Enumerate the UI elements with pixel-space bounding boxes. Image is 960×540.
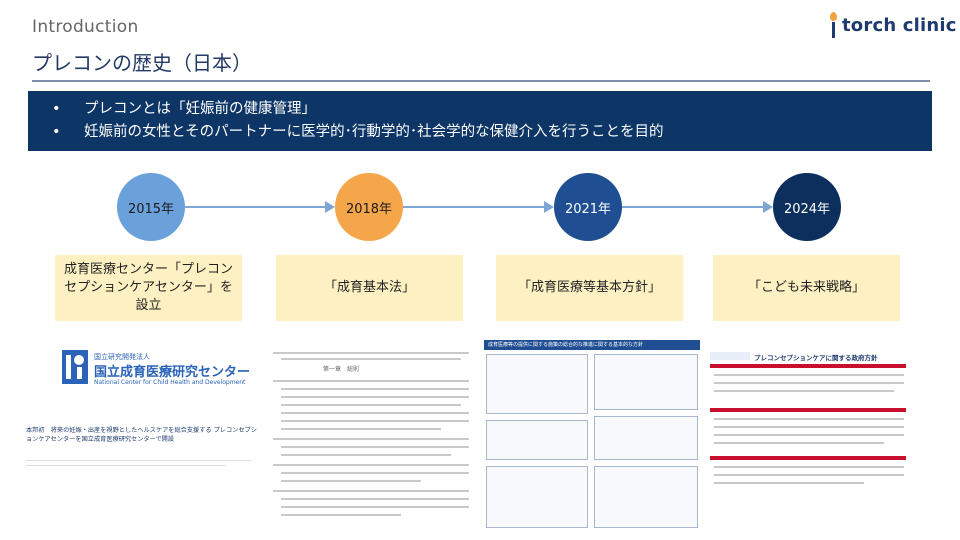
timeline-event-2018: 「成育基本法」 <box>276 255 463 321</box>
doc1-org-name: 国立成育医療研究センター <box>94 365 251 380</box>
doc-thumbnail-government-policy: プレコンセプションケアに関する政府方針 <box>710 338 910 535</box>
timeline-year-2018: 2018年 <box>335 173 403 241</box>
doc-thumbnail-press-release: 国立研究開発法人 国立成育医療研究センター National Center fo… <box>26 338 258 535</box>
page-title: プレコンの歴史（日本） <box>32 51 252 75</box>
timeline-connector-3 <box>622 206 763 208</box>
timeline-event-2024: 「こども未来戦略」 <box>713 255 900 321</box>
definition-banner: プレコンとは「妊娠前の健康管理」 妊娠前の女性とそのパートナーに医学的･行動学的… <box>28 91 932 151</box>
doc1-headline: 本邦初 将来の妊娠・出産を視野としたヘルスケアを総合支援する プレコンセプション… <box>26 427 257 443</box>
timeline-connector-1 <box>185 206 325 208</box>
title-divider <box>32 80 930 82</box>
doc4-title: プレコンセプションケアに関する政府方針 <box>754 354 878 362</box>
timeline-connector-2 <box>403 206 544 208</box>
doc1-org-type: 国立研究開発法人 <box>94 353 150 361</box>
doc-thumbnail-basic-policy: 成育医療等の提供に関する施策の総合的な推進に関する基本的な方針 <box>484 338 700 535</box>
doc1-org-english: National Center for Child Health and Dev… <box>94 379 246 386</box>
doc-thumbnail-basic-law: 第一章 総則 <box>273 338 473 535</box>
timeline-year-2024: 2024年 <box>773 173 841 241</box>
banner-bullet-1: プレコンとは「妊娠前の健康管理」 <box>52 98 932 121</box>
brand-name: torch clinic <box>842 14 957 36</box>
ncchd-logo-icon <box>62 350 88 384</box>
arrow-right-icon <box>763 201 773 213</box>
doc2-chapter-title: 第一章 総則 <box>323 366 360 373</box>
timeline-year-2021: 2021年 <box>554 173 622 241</box>
banner-bullet-2: 妊娠前の女性とそのパートナーに医学的･行動学的･社会学的な保健介入を行うことを目… <box>52 121 932 144</box>
torch-icon <box>828 12 838 38</box>
arrow-right-icon <box>544 201 554 213</box>
doc3-header: 成育医療等の提供に関する施策の総合的な推進に関する基本的な方針 <box>484 340 700 350</box>
section-label: Introduction <box>32 17 139 37</box>
timeline-year-2015: 2015年 <box>117 173 185 241</box>
brand-logo: torch clinic <box>828 12 957 38</box>
arrow-right-icon <box>325 201 335 213</box>
timeline-event-2021: 「成育医療等基本方針」 <box>496 255 683 321</box>
timeline-event-2015: 成育医療センター「プレコンセプションケアセンター」を設立 <box>55 255 242 321</box>
